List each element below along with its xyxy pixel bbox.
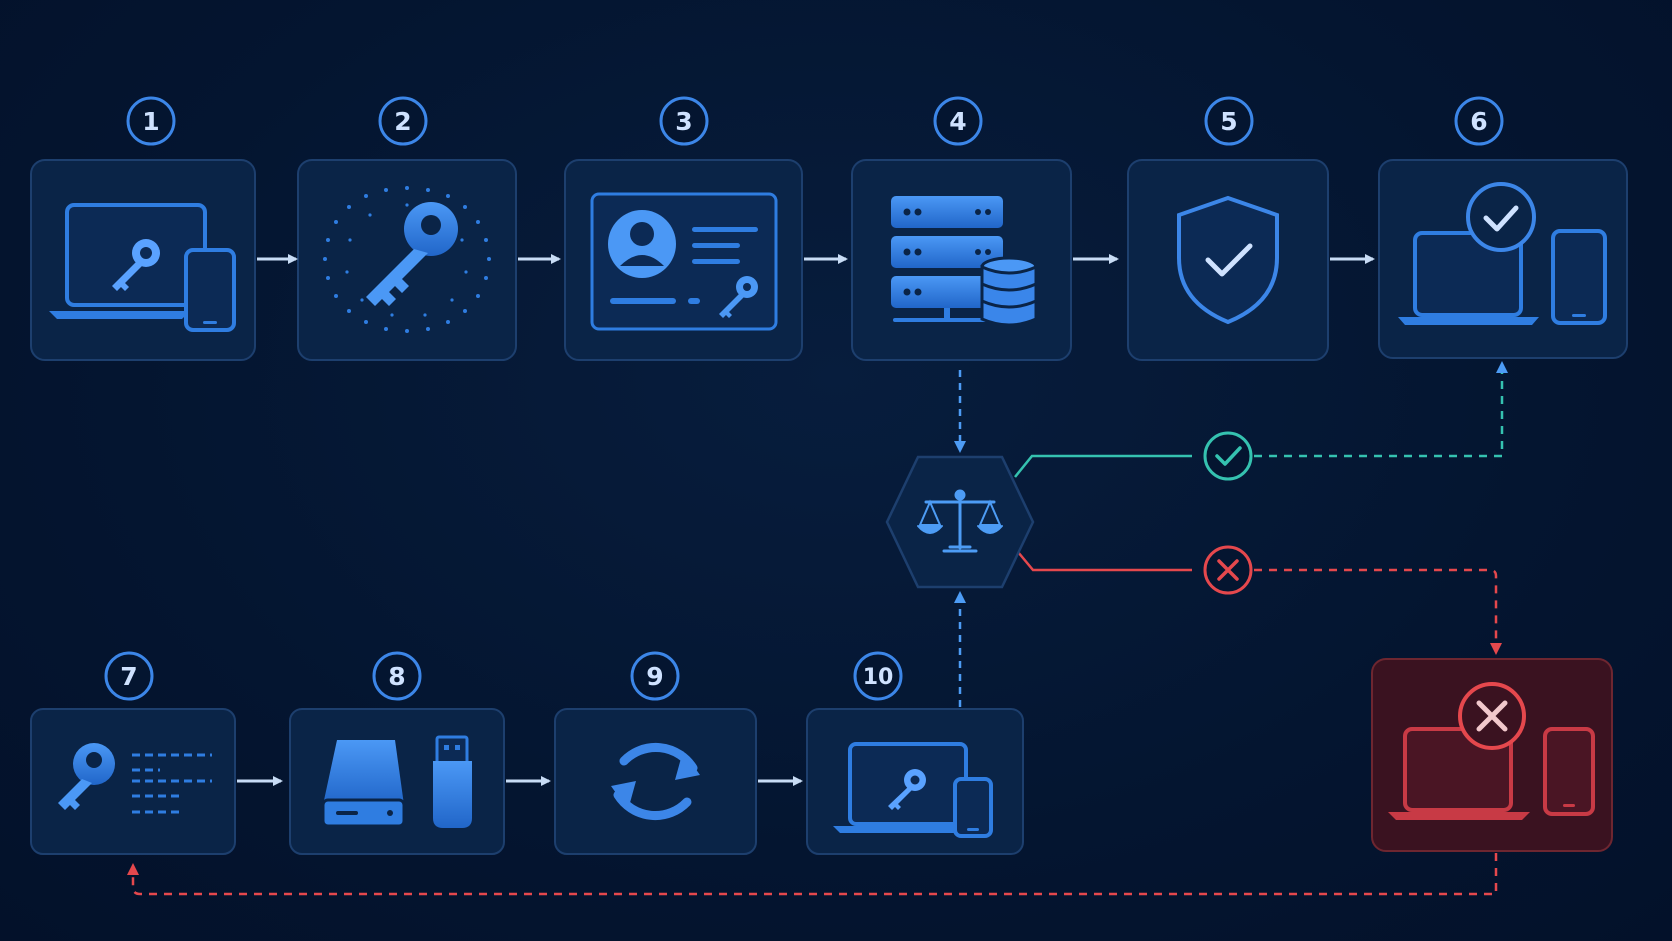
svg-text:9: 9 xyxy=(646,662,663,691)
step-badge-8: 8 xyxy=(372,651,422,701)
step-badge-1: 1 xyxy=(126,96,176,146)
svg-text:3: 3 xyxy=(675,107,692,136)
svg-text:5: 5 xyxy=(1220,107,1237,136)
step-badge-2: 2 xyxy=(378,96,428,146)
step-badge-4: 4 xyxy=(933,96,983,146)
step-badge-3: 3 xyxy=(659,96,709,146)
svg-text:7: 7 xyxy=(120,662,137,691)
svg-text:1: 1 xyxy=(142,107,159,136)
svg-text:6: 6 xyxy=(1470,107,1487,136)
check-circle-icon xyxy=(1203,431,1253,481)
sync-icon xyxy=(611,742,700,821)
step-badge-7: 7 xyxy=(104,651,154,701)
step-badge-9: 9 xyxy=(630,651,680,701)
step-badges: 1 2 3 4 5 6 7 8 xyxy=(104,96,1504,701)
laptop-phone-key-icon-10 xyxy=(833,742,993,838)
key-list-icon xyxy=(58,743,212,814)
identity-card-key-icon xyxy=(590,192,778,331)
key-generation-icon xyxy=(323,186,491,333)
step-badge-5: 5 xyxy=(1204,96,1254,146)
svg-text:10: 10 xyxy=(863,665,894,690)
svg-text:8: 8 xyxy=(388,662,405,691)
svg-text:2: 2 xyxy=(394,107,411,136)
connector-success-path xyxy=(1014,361,1508,478)
connector-retry-path xyxy=(127,853,1498,896)
rejected-devices-icon xyxy=(1388,682,1595,820)
laptop-phone-key-icon xyxy=(49,203,236,332)
storage-drive-usb-icon xyxy=(321,735,472,828)
step-badge-10: 10 xyxy=(853,651,903,701)
connector-failure-path xyxy=(1017,551,1502,655)
decision-node xyxy=(885,455,1035,589)
step-box-9 xyxy=(554,708,757,855)
shield-check-icon xyxy=(1177,195,1279,325)
step-badge-6: 6 xyxy=(1454,96,1504,146)
svg-text:4: 4 xyxy=(949,107,966,136)
server-database-icon xyxy=(891,196,1038,327)
x-circle-icon xyxy=(1203,545,1253,595)
balance-scale-icon xyxy=(917,489,1003,553)
approved-devices-icon xyxy=(1398,182,1607,325)
